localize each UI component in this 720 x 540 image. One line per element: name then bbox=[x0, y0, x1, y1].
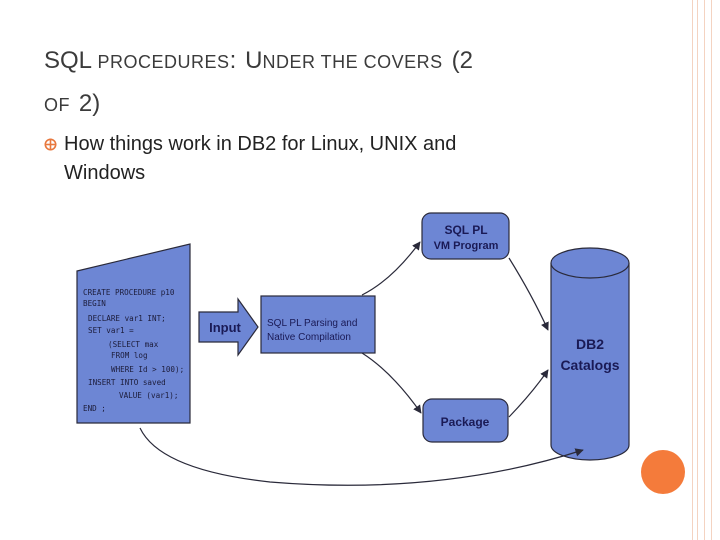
title-part: OF bbox=[44, 95, 70, 115]
border-rail-1 bbox=[692, 0, 693, 540]
bullet-line-1: How things work in DB2 for Linux, UNIX a… bbox=[64, 133, 457, 155]
package-box bbox=[422, 398, 509, 443]
code-line: (SELECT max bbox=[108, 340, 159, 349]
slide-title: SQL PROCEDURES: UNDER THE COVERS (2 OF 2… bbox=[44, 38, 644, 124]
code-line: DECLARE var1 INT; bbox=[88, 314, 166, 323]
parsing-compilation-box bbox=[260, 295, 376, 354]
parse-box-line-2: Native Compilation bbox=[267, 332, 351, 343]
title-part: (2 bbox=[451, 47, 473, 74]
vm-program-box bbox=[421, 212, 510, 260]
code-line: CREATE PROCEDURE p10 bbox=[83, 288, 175, 297]
input-label: Input bbox=[209, 320, 241, 335]
code-line: FROM log bbox=[111, 351, 148, 360]
code-line: VALUE (var1); bbox=[119, 391, 178, 400]
input-arrow bbox=[198, 297, 259, 357]
bullet-text: How things work in DB2 for Linux, UNIX a… bbox=[64, 130, 564, 188]
code-line: SET var1 = bbox=[88, 326, 134, 335]
source-code-text: CREATE PROCEDURE p10 BEGIN DECLARE var1 … bbox=[83, 288, 184, 413]
title-part: : bbox=[229, 47, 237, 74]
border-rail-3 bbox=[704, 0, 705, 540]
vm-box-line-2: VM Program bbox=[434, 240, 499, 252]
title-part: NDER THE COVERS bbox=[262, 52, 443, 72]
package-label: Package bbox=[441, 415, 490, 429]
title-part: U bbox=[245, 47, 263, 74]
catalog-line-1: DB2 bbox=[576, 336, 604, 352]
decorative-orange-circle bbox=[641, 450, 685, 494]
arrow-vm-to-catalogs bbox=[508, 257, 549, 331]
catalog-line-2: Catalogs bbox=[560, 357, 619, 373]
code-line: BEGIN bbox=[83, 299, 106, 308]
vm-box-line-1: SQL PL bbox=[444, 223, 487, 237]
border-rail-4 bbox=[711, 0, 712, 540]
code-line: WHERE Id > 100); bbox=[111, 365, 184, 374]
code-line: END ; bbox=[83, 404, 106, 413]
title-part: SQL bbox=[44, 47, 93, 74]
border-rail-2 bbox=[697, 0, 698, 540]
source-code-document bbox=[76, 243, 191, 424]
arrow-source-to-catalogs bbox=[139, 427, 584, 486]
bullet-line-2: Windows bbox=[64, 162, 146, 184]
code-line: INSERT INTO saved bbox=[88, 378, 166, 387]
arrow-to-package bbox=[361, 352, 422, 414]
db2-catalogs-cylinder bbox=[550, 247, 630, 461]
arrow-to-vm-program bbox=[361, 241, 421, 296]
arrow-package-to-catalogs bbox=[508, 369, 549, 418]
title-part: 2) bbox=[78, 90, 101, 117]
parse-box-line-1: SQL PL Parsing and bbox=[267, 318, 357, 329]
title-part: PROCEDURES bbox=[97, 52, 230, 72]
crossed-circle-bullet-icon bbox=[44, 138, 57, 151]
